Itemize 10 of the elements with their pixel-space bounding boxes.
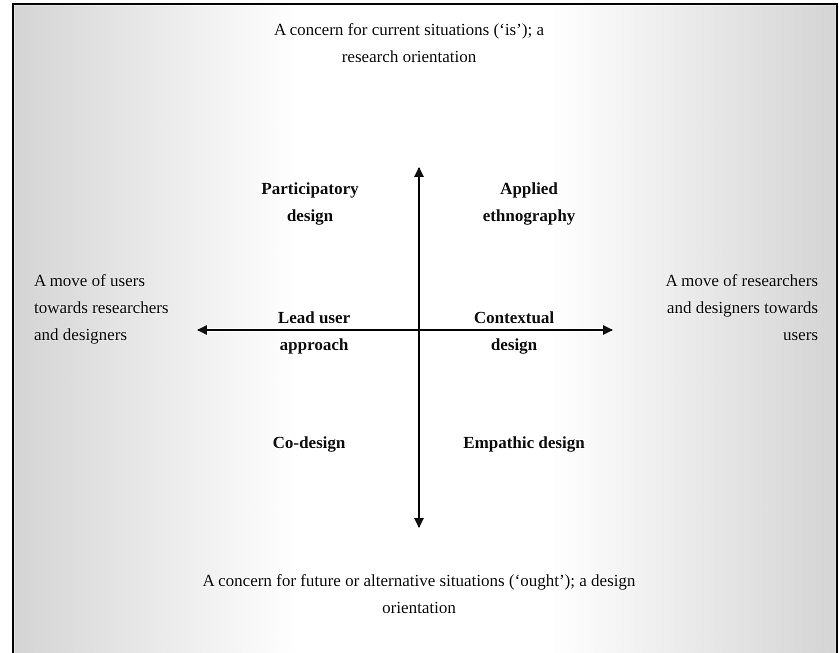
axis-end-label: A move of users towards researchers and designers: [34, 270, 170, 346]
quadrant-label: Participatory design: [260, 178, 360, 227]
axis-end-label: A concern for current situations (‘is’); a research orientation: [272, 19, 546, 68]
quadrant-label: Contextual design: [472, 307, 556, 356]
axis-end-label: A concern for future or alternative situations (‘ought’); a design orientation: [202, 570, 636, 619]
axis-end-label: A move of researchers and designers towards users: [664, 270, 818, 346]
quadrant-label: Lead user approach: [276, 307, 352, 356]
quadrant-label: Applied ethnography: [482, 178, 576, 227]
quadrant-label: Co-design: [272, 432, 346, 454]
quadrant-label: Empathic design: [462, 432, 586, 454]
